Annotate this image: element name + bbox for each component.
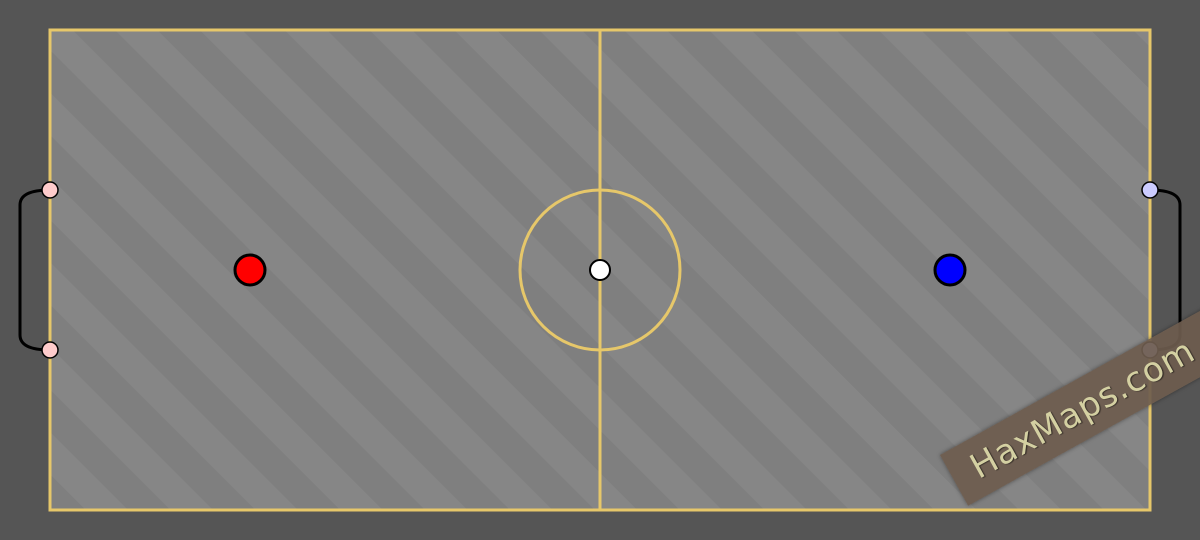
red-goal-post-top <box>41 181 59 199</box>
blue-player[interactable] <box>933 253 967 287</box>
blue-goal-post-top <box>1141 181 1159 199</box>
center-circle <box>518 188 682 352</box>
red-goal-post-bottom <box>41 341 59 359</box>
ball[interactable] <box>589 259 611 281</box>
red-player[interactable] <box>233 253 267 287</box>
red-goal-net <box>18 188 51 352</box>
